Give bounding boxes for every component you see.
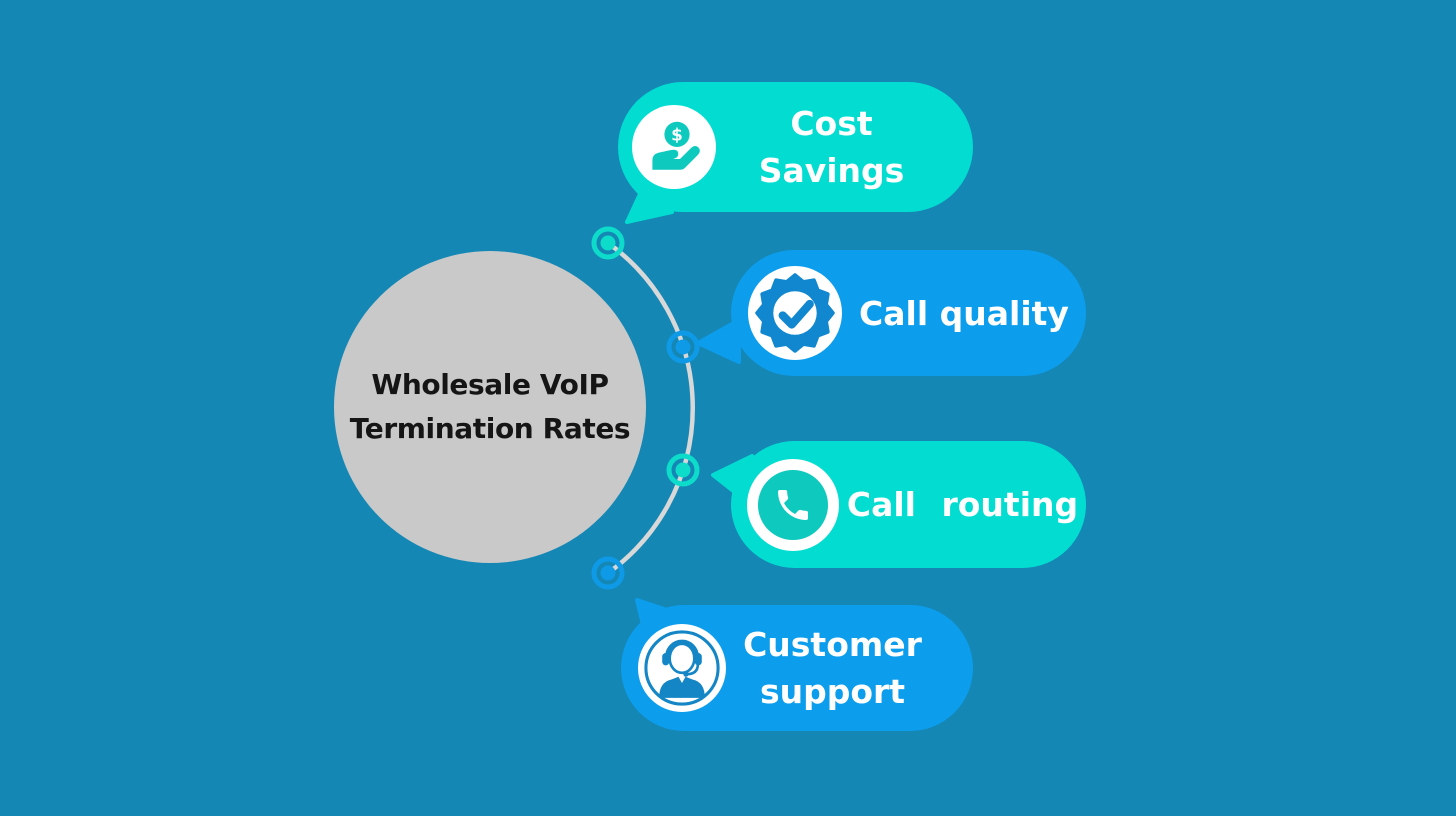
bubble-label-line2: support bbox=[759, 672, 906, 711]
bubble-label-line1: Call routing bbox=[846, 485, 1079, 524]
headset-agent-icon bbox=[644, 630, 720, 706]
phone-disc bbox=[758, 469, 828, 540]
bubble-call-quality: Call quality bbox=[731, 250, 1086, 376]
connector-node-cost-savings bbox=[591, 226, 625, 260]
connector-node-call-routing bbox=[666, 453, 700, 487]
bubble-label-line1: Customer bbox=[743, 625, 922, 664]
bubble-icon-circle: $ bbox=[632, 105, 716, 189]
bubble-icon-circle bbox=[748, 266, 842, 360]
bubble-icon-circle bbox=[638, 624, 726, 712]
bubble-label-line1: Call quality bbox=[859, 293, 1069, 333]
bubble-label: Call routing bbox=[839, 481, 1086, 528]
dollar-symbol: $ bbox=[671, 124, 683, 144]
connector-node-call-quality bbox=[666, 330, 700, 364]
bubble-cost-savings: $ Cost Savings bbox=[618, 82, 973, 212]
central-topic-title-line1: Wholesale VoIP bbox=[371, 368, 609, 401]
connector-node-customer-support bbox=[591, 556, 625, 590]
bubble-label: Call quality bbox=[842, 290, 1086, 337]
badge-check-icon bbox=[755, 273, 835, 353]
bubble-customer-support: Customer support bbox=[621, 605, 973, 731]
bubble-label: Customer support bbox=[726, 621, 973, 715]
bubble-label-line2: Savings bbox=[758, 151, 905, 190]
central-topic-title-line2: Termination Rates bbox=[349, 412, 631, 445]
bubble-call-routing: Call routing bbox=[731, 441, 1086, 568]
central-topic-circle: Wholesale VoIP Termination Rates bbox=[334, 251, 646, 563]
hand-holding-dollar-icon: $ bbox=[652, 121, 700, 170]
phone-icon bbox=[778, 489, 808, 520]
bubble-label: Cost Savings bbox=[716, 100, 973, 194]
bubble-label-line1: Cost bbox=[790, 104, 873, 143]
connector-arc bbox=[606, 241, 695, 575]
bubble-icon-circle bbox=[747, 458, 839, 551]
